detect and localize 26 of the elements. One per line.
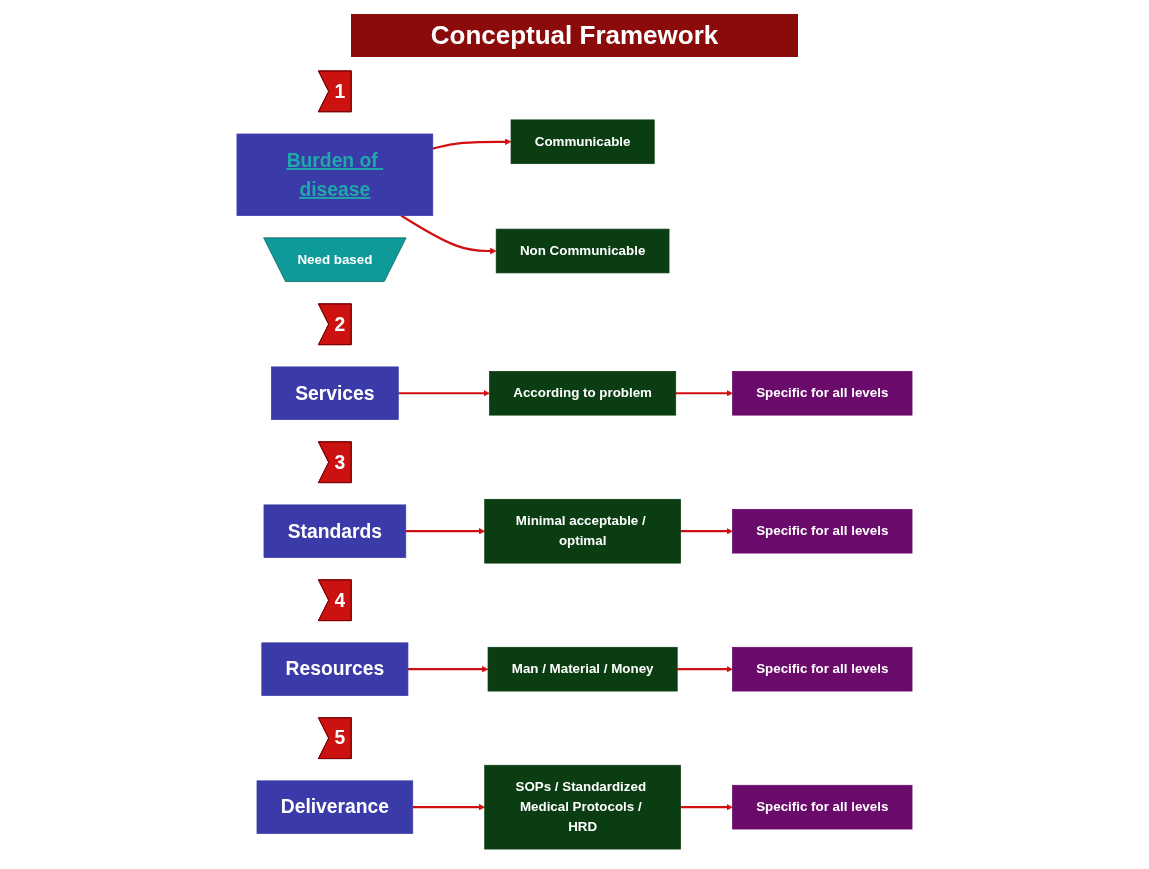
node-box: Resources [261, 642, 409, 696]
arrow [680, 527, 733, 535]
node-box: Non Communicable [495, 228, 670, 274]
arrow [680, 803, 733, 811]
arrow [400, 214, 497, 255]
arrow [432, 138, 512, 150]
arrow [407, 665, 489, 673]
node-box: Minimal acceptable / optimal [484, 498, 681, 564]
arrow [412, 803, 485, 811]
node-box: Communicable [510, 119, 655, 165]
arrow [398, 390, 490, 397]
node-box: Man / Material / Money [487, 646, 678, 692]
arrow [677, 665, 733, 673]
node-box: Burden of disease [236, 133, 434, 216]
node-box: Specific for all levels [732, 646, 913, 692]
node-box: Services [271, 366, 399, 420]
node-box: Standards [263, 504, 407, 558]
node-box: SOPs / Standardized Medical Protocols / HRD [484, 764, 681, 850]
node-box: Specific for all levels [732, 508, 913, 554]
arrow [675, 390, 733, 397]
node-box: According to problem [489, 371, 677, 416]
node-box: Specific for all levels [732, 784, 913, 830]
node-box: Deliverance [256, 780, 414, 834]
title-banner: Conceptual Framework [350, 14, 799, 57]
node-box: Specific for all levels [732, 371, 913, 416]
arrow [405, 527, 485, 535]
